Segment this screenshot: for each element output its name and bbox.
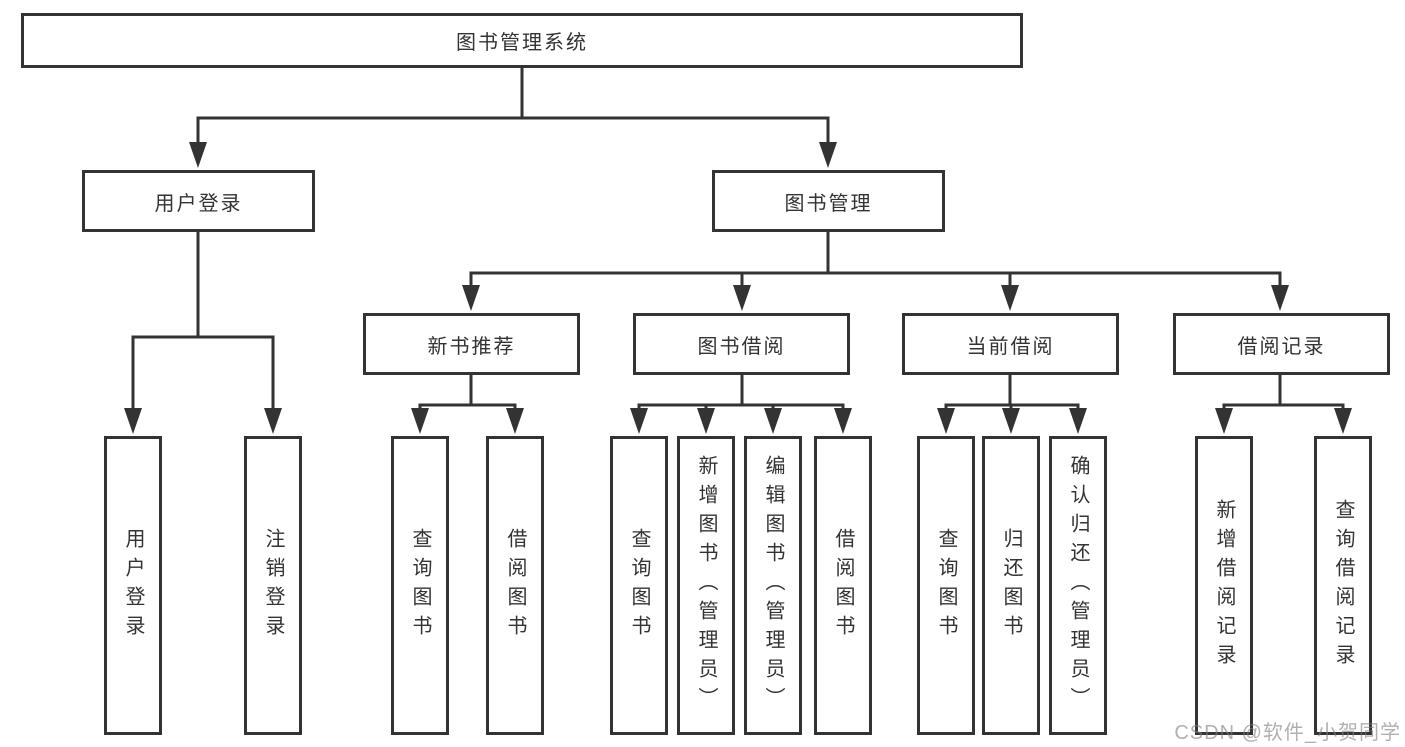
node-user-login: 用户登录 [82, 170, 315, 232]
leaf-bb-add-books: 新增图书（管理员） [677, 436, 735, 735]
leaf-br-query-record: 查询借阅记录 [1314, 436, 1372, 735]
leaf-nbr-borrow-books-label: 借阅图书 [504, 527, 526, 644]
leaf-bb-add-books-label: 新增图书（管理员） [695, 455, 717, 716]
leaf-nbr-query-books: 查询图书 [391, 436, 449, 735]
leaf-user-login: 用户登录 [104, 436, 162, 735]
leaf-nbr-query-books-label: 查询图书 [409, 527, 431, 644]
leaf-cb-return-books: 归还图书 [982, 436, 1040, 735]
leaf-nbr-borrow-books: 借阅图书 [486, 436, 544, 735]
leaf-cb-query-books: 查询图书 [917, 436, 975, 735]
leaf-cb-confirm-return: 确认归还（管理员） [1049, 436, 1107, 735]
node-new-book-recommend: 新书推荐 [363, 313, 580, 375]
leaf-logout-label: 注销登录 [262, 527, 284, 644]
leaf-cb-return-books-label: 归还图书 [1000, 527, 1022, 644]
leaf-cb-confirm-return-label: 确认归还（管理员） [1067, 455, 1089, 716]
node-book-borrow: 图书借阅 [633, 313, 850, 375]
leaf-bb-query-books-label: 查询图书 [628, 527, 650, 644]
node-root: 图书管理系统 [21, 13, 1023, 68]
leaf-bb-borrow-books: 借阅图书 [814, 436, 872, 735]
leaf-cb-query-books-label: 查询图书 [935, 527, 957, 644]
leaf-br-add-record: 新增借阅记录 [1195, 436, 1253, 735]
leaf-bb-edit-books: 编辑图书（管理员） [744, 436, 802, 735]
node-borrow-records: 借阅记录 [1173, 313, 1390, 375]
watermark: CSDN @软件_小贺同学 [1174, 722, 1401, 744]
leaf-br-add-record-label: 新增借阅记录 [1213, 498, 1235, 673]
node-current-borrow: 当前借阅 [902, 313, 1119, 375]
leaf-bb-borrow-books-label: 借阅图书 [832, 527, 854, 644]
leaf-bb-query-books: 查询图书 [610, 436, 668, 735]
leaf-br-query-record-label: 查询借阅记录 [1332, 498, 1354, 673]
node-book-management: 图书管理 [712, 170, 945, 232]
leaf-logout: 注销登录 [244, 436, 302, 735]
leaf-bb-edit-books-label: 编辑图书（管理员） [762, 455, 784, 716]
leaf-user-login-label: 用户登录 [122, 527, 144, 644]
